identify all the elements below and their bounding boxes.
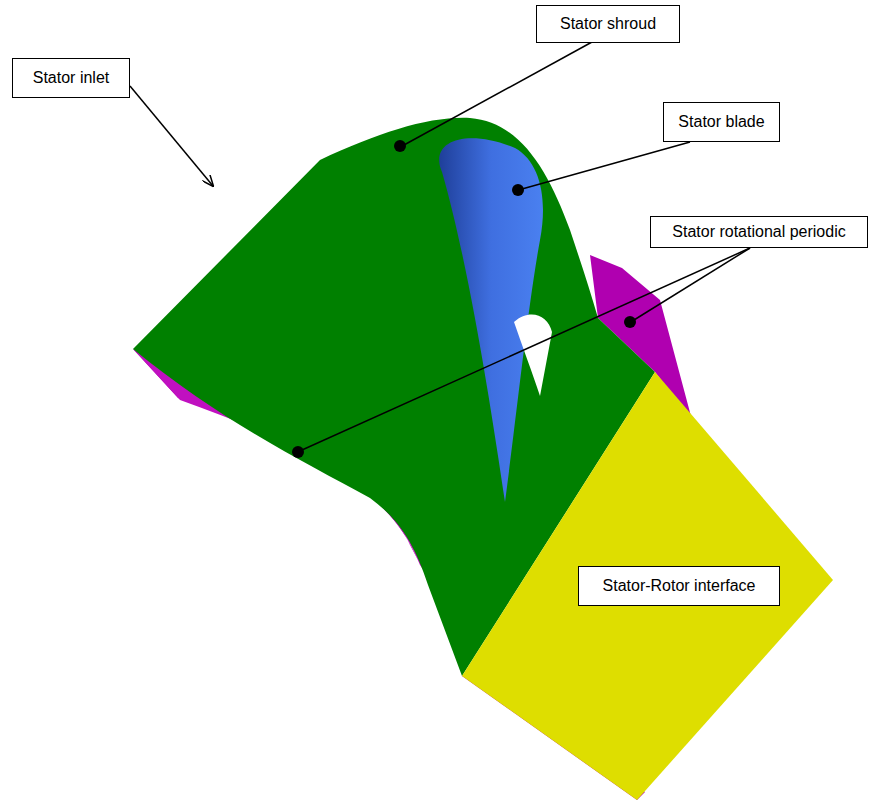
callout-text: Stator-Rotor interface [603,577,756,595]
callout-text: Stator rotational periodic [672,223,845,241]
callout-box: Stator rotational periodic [650,216,868,248]
callout-box: Stator-Rotor interface [578,566,780,606]
callout-text: Stator shroud [560,15,656,33]
callout-text: Stator inlet [33,69,109,87]
callout-box: Stator blade [663,102,780,142]
callout-box: Stator shroud [536,5,680,43]
callout-box: Stator inlet [12,58,130,98]
callout-text: Stator blade [678,113,764,131]
